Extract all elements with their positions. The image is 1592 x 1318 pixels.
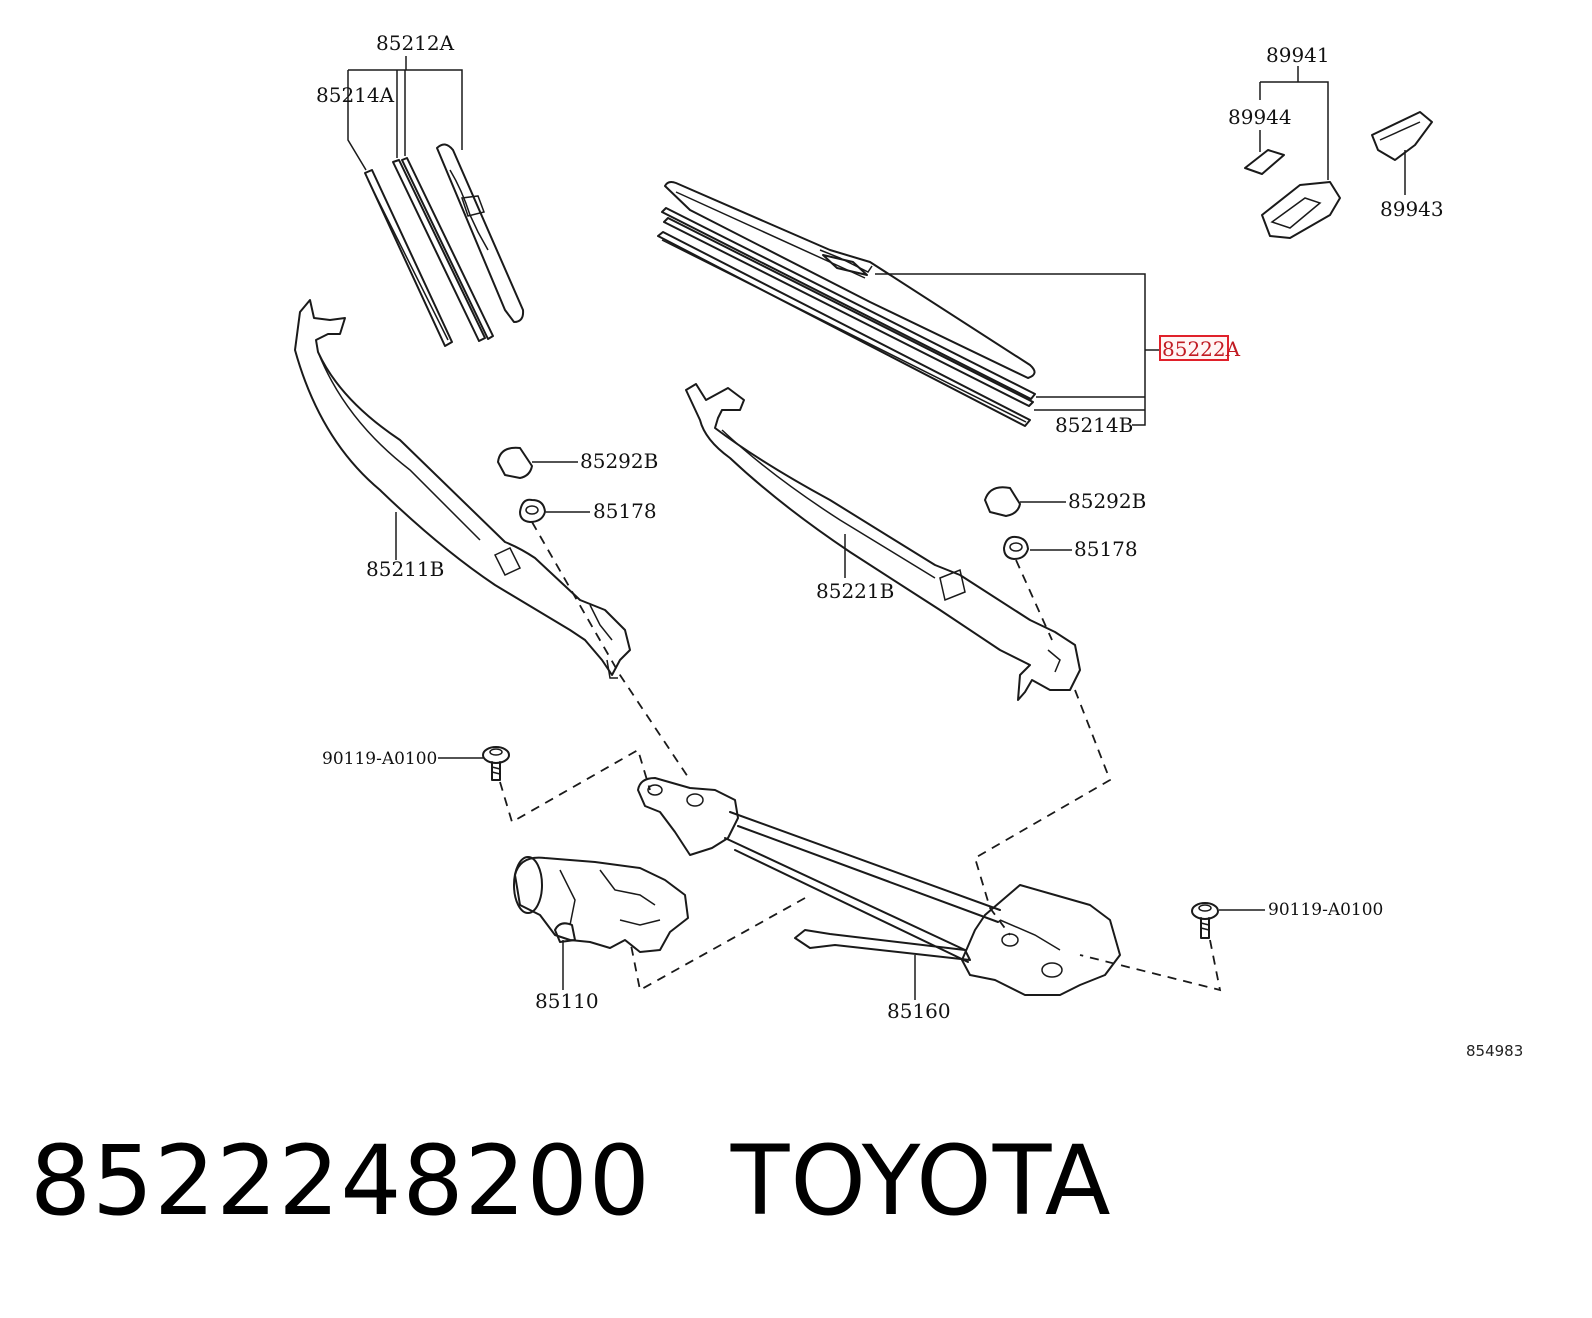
footer-caption: 8522248200 TOYOTA: [30, 1125, 1112, 1237]
label-89941: 89941: [1266, 43, 1330, 67]
highlight-box: [1159, 335, 1229, 361]
label-90119-right: 90119-A0100: [1268, 900, 1383, 920]
cap-nut-leaders: [395, 461, 1072, 578]
cap-right: [984, 486, 1021, 517]
right-wiper-arm: [685, 383, 1081, 701]
pad-89944: [1244, 149, 1285, 175]
label-85214B: 85214B: [1055, 413, 1133, 437]
wiper-motor: [513, 856, 689, 953]
left-wiper-blade-assembly: [364, 143, 525, 347]
label-89944: 89944: [1228, 105, 1292, 129]
label-85292B-left: 85292B: [580, 449, 658, 473]
label-85160: 85160: [887, 999, 951, 1023]
label-90119-left: 90119-A0100: [322, 749, 437, 769]
callout-labels: 85212A 85214A 85214B 85292B 85178 85211B…: [316, 31, 1444, 1023]
part-number: 8522248200: [30, 1125, 651, 1237]
brand-name: TOYOTA: [730, 1125, 1112, 1237]
label-85178-right: 85178: [1074, 537, 1138, 561]
label-85221B: 85221B: [816, 579, 894, 603]
label-89943: 89943: [1380, 197, 1444, 221]
bolt-leaders: [438, 757, 1265, 911]
top-right-leaders: [1259, 66, 1406, 195]
cover-89943: [1371, 111, 1433, 161]
label-85211B: 85211B: [366, 557, 444, 581]
label-85110: 85110: [535, 989, 599, 1013]
highlighted-part-callout: 85222A: [1159, 335, 1241, 361]
label-85222A: 85222A: [1162, 337, 1241, 361]
label-85292B-right: 85292B: [1068, 489, 1146, 513]
bolt-right: [1191, 902, 1219, 939]
assembly-dashed-lines: [499, 521, 1222, 992]
label-85212A: 85212A: [376, 31, 455, 55]
bolt-left: [482, 746, 510, 781]
key-cover-89941: [1261, 181, 1341, 239]
wiper-link-assembly: [637, 777, 1121, 996]
label-85178-left: 85178: [593, 499, 657, 523]
left-blade-leaders: [347, 56, 463, 171]
right-wiper-blade-assembly: [657, 181, 1036, 427]
right-blade-leaders: [875, 273, 1160, 426]
label-85214A: 85214A: [316, 83, 395, 107]
left-wiper-arm: [294, 299, 631, 679]
cap-left: [497, 446, 533, 479]
nut-right: [1003, 535, 1029, 560]
diagram-id: 854983: [1466, 1042, 1523, 1060]
nut-left: [519, 498, 546, 523]
